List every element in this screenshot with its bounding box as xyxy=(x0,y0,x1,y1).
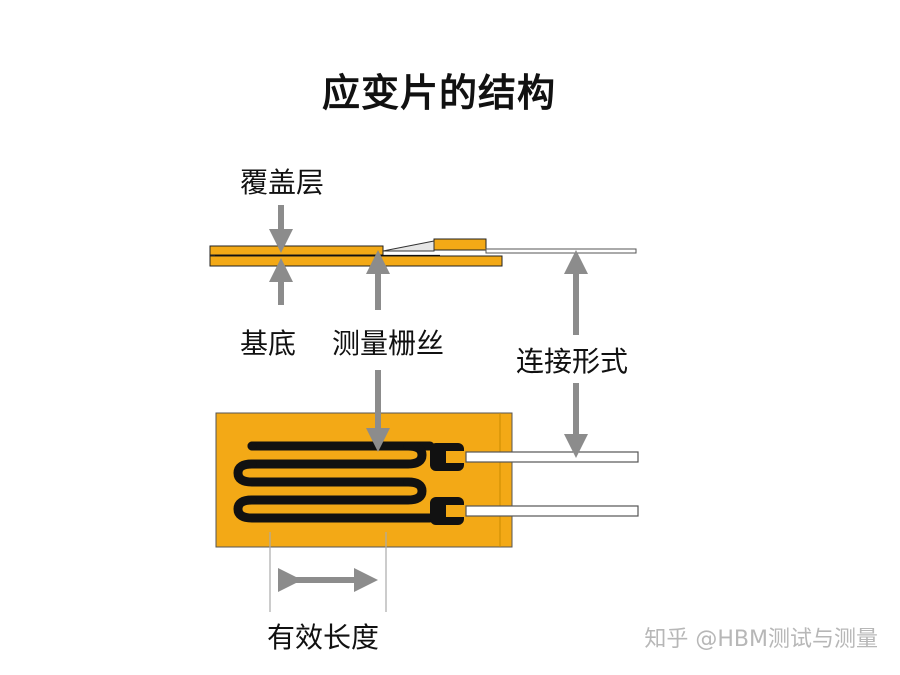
watermark: 知乎 @HBM测试与测量 xyxy=(644,627,878,652)
lower-lead-wire xyxy=(465,505,639,517)
lead-wedge xyxy=(382,240,435,252)
connection-label: 连接形式 xyxy=(516,345,629,378)
top-view xyxy=(215,412,639,548)
gauge-length-label: 有效长度 xyxy=(267,621,380,654)
substrate-label: 基底 xyxy=(240,327,297,360)
measurement-grid xyxy=(233,441,435,523)
solder-tab xyxy=(433,238,487,251)
upper-lead-wire xyxy=(465,451,639,463)
lead-wire-side xyxy=(485,248,637,254)
grid-label: 测量栅丝 xyxy=(332,327,445,360)
cover-layer-label: 覆盖层 xyxy=(240,166,325,199)
page-title: 应变片的结构 xyxy=(322,71,557,115)
cover-layer xyxy=(209,245,384,256)
substrate-layer xyxy=(209,255,503,267)
cross-section xyxy=(209,238,637,267)
